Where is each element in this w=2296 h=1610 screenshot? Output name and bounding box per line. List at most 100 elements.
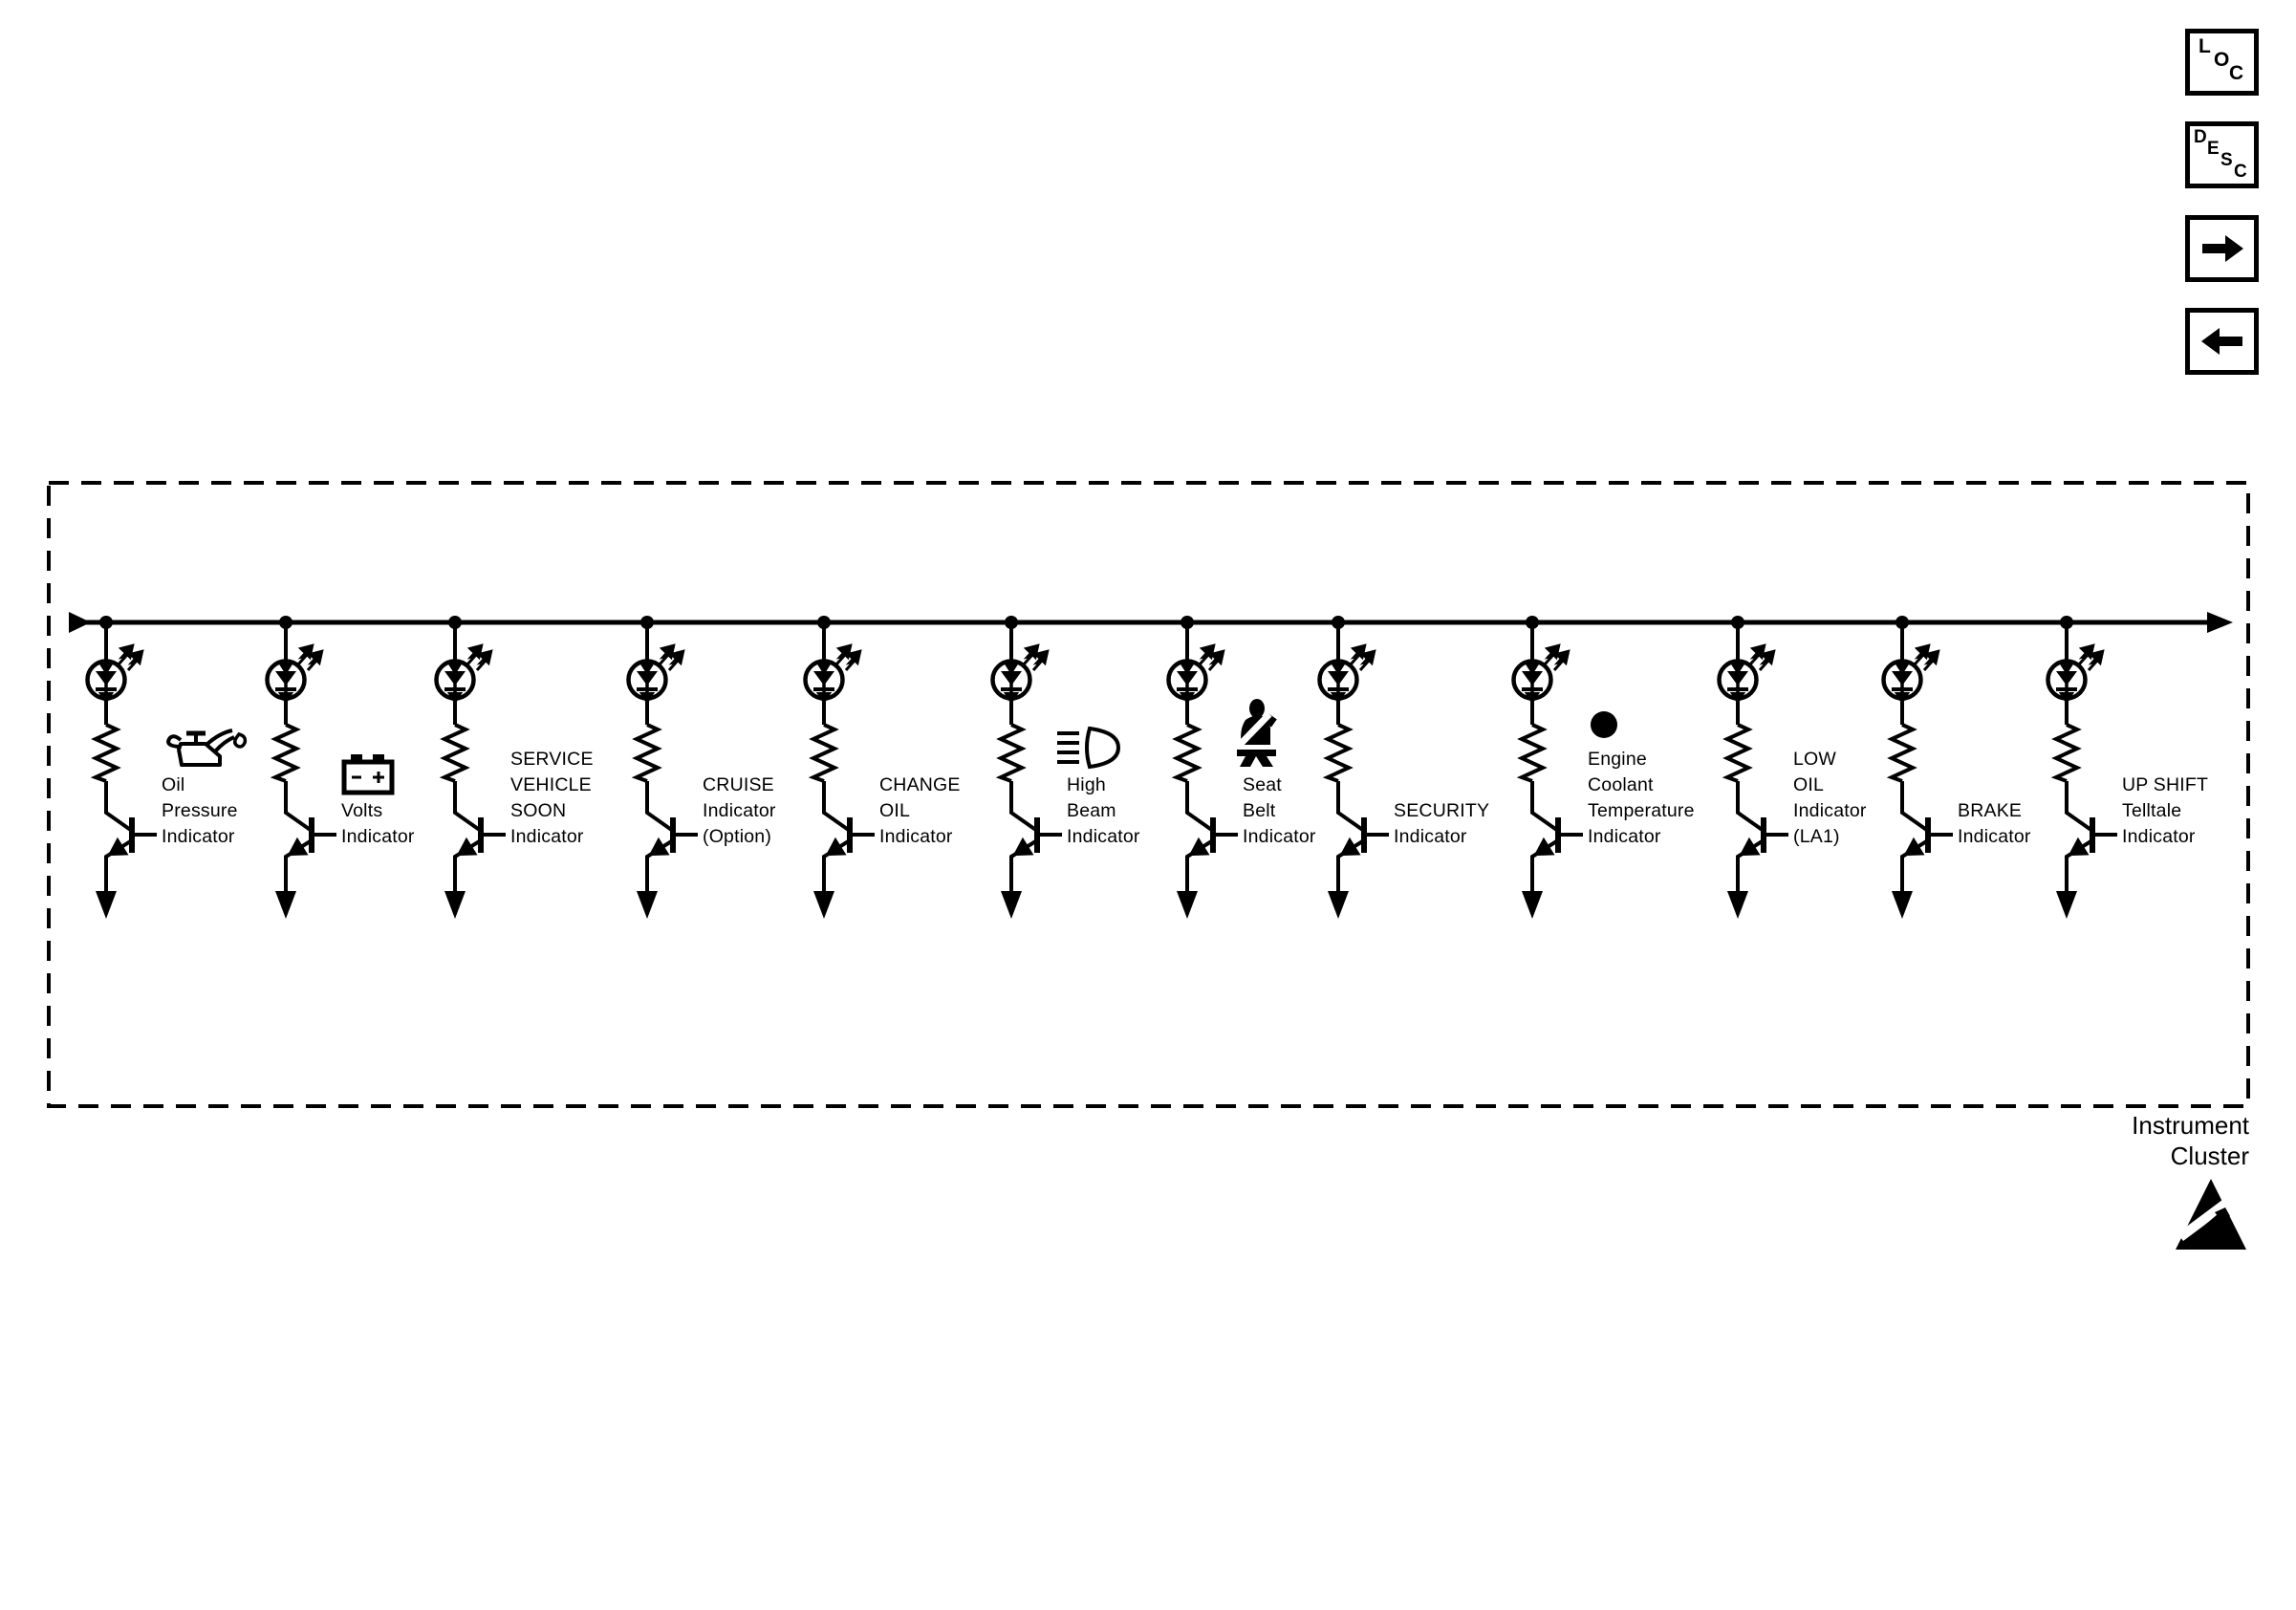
indicator-branch-9 bbox=[1717, 616, 1788, 919]
arrowhead bbox=[2058, 663, 2075, 675]
arrowhead bbox=[97, 692, 115, 705]
arrowhead bbox=[1923, 649, 1940, 666]
esd-warning-icon bbox=[2173, 1176, 2249, 1252]
seat-belt-icon-slot bbox=[1231, 699, 1284, 772]
resistor-symbol bbox=[1171, 723, 1202, 783]
arrowhead bbox=[1208, 649, 1225, 666]
instrument-cluster-boundary bbox=[47, 481, 2250, 1108]
forward-button[interactable] bbox=[2185, 215, 2259, 282]
arrowhead bbox=[446, 692, 464, 705]
arrowhead bbox=[668, 649, 685, 666]
arrowhead bbox=[2088, 649, 2105, 666]
arrowhead bbox=[1339, 837, 1361, 857]
arrowhead bbox=[1179, 692, 1196, 705]
arrowhead bbox=[1012, 837, 1034, 857]
arrowhead bbox=[127, 649, 144, 666]
button-letter: O bbox=[2214, 49, 2230, 71]
led-lamp-symbol bbox=[1511, 643, 1570, 705]
arrowhead bbox=[1729, 663, 1746, 675]
arrowhead bbox=[1903, 837, 1925, 857]
button-letter: S bbox=[2220, 150, 2233, 170]
transistor-symbol bbox=[1900, 781, 1953, 893]
indicator-branch-1 bbox=[265, 616, 336, 919]
arrowhead bbox=[1330, 663, 1347, 675]
arrowhead bbox=[277, 663, 294, 675]
ground-arrow bbox=[1727, 891, 1748, 919]
led-lamp-symbol bbox=[434, 643, 493, 705]
resistor-symbol bbox=[1722, 723, 1753, 783]
back-button[interactable] bbox=[2185, 308, 2259, 375]
arrowhead bbox=[456, 837, 478, 857]
button-letter: L bbox=[2199, 35, 2211, 57]
button-letter: D bbox=[2194, 127, 2207, 147]
ground-arrow bbox=[1892, 891, 1913, 919]
arrowhead bbox=[97, 663, 115, 675]
arrowhead bbox=[446, 663, 464, 675]
resistor-symbol bbox=[1322, 723, 1354, 783]
arrowhead bbox=[815, 692, 833, 705]
arrowhead bbox=[1003, 692, 1020, 705]
arrowhead bbox=[845, 649, 862, 666]
arrowhead bbox=[1739, 837, 1761, 857]
esd-warning-icon bbox=[2176, 1179, 2246, 1250]
arrowhead bbox=[1553, 649, 1570, 666]
coolant-temp-dot-icon bbox=[1591, 711, 1617, 738]
instrument-cluster-caption: Instrument Cluster bbox=[2132, 1110, 2249, 1171]
arrowhead bbox=[287, 837, 309, 857]
ground-arrow bbox=[813, 891, 834, 919]
transistor-symbol bbox=[453, 781, 506, 893]
transistor-symbol bbox=[645, 781, 698, 893]
arrowhead bbox=[639, 663, 656, 675]
arrowhead bbox=[825, 837, 847, 857]
arrowhead bbox=[1188, 837, 1210, 857]
led-lamp-symbol bbox=[626, 643, 685, 705]
arrowhead bbox=[1524, 663, 1541, 675]
arrowhead bbox=[1032, 649, 1050, 666]
led-lamp-symbol bbox=[990, 643, 1050, 705]
resistor-symbol bbox=[439, 723, 470, 783]
arrowhead bbox=[476, 649, 493, 666]
arrowhead bbox=[307, 649, 324, 666]
transistor-symbol bbox=[1185, 781, 1238, 893]
arrowhead bbox=[1179, 663, 1196, 675]
transistor-symbol bbox=[2065, 781, 2117, 893]
led-lamp-symbol bbox=[1317, 643, 1376, 705]
arrowhead bbox=[277, 692, 294, 705]
arrowhead bbox=[815, 663, 833, 675]
transistor-symbol bbox=[1736, 781, 1788, 893]
ground-arrow bbox=[1001, 891, 1022, 919]
right-arrow-icon bbox=[2202, 235, 2243, 262]
oil-can-icon-slot bbox=[162, 725, 249, 775]
transistor-symbol bbox=[104, 781, 157, 893]
indicator-branch-5 bbox=[990, 616, 1062, 919]
arrowhead bbox=[1894, 663, 1911, 675]
led-lamp-symbol bbox=[1717, 643, 1776, 705]
arrowhead bbox=[1003, 663, 1020, 675]
button-letter: C bbox=[2229, 62, 2244, 84]
arrowhead bbox=[2058, 692, 2075, 705]
transistor-symbol bbox=[822, 781, 875, 893]
resistor-symbol bbox=[2050, 723, 2082, 783]
indicator-branch-4 bbox=[803, 616, 875, 919]
arrowhead bbox=[639, 692, 656, 705]
high-beam-icon-slot bbox=[1055, 725, 1122, 777]
led-lamp-symbol bbox=[265, 643, 324, 705]
power-bus-wire bbox=[69, 612, 2233, 633]
button-letter: C bbox=[2234, 162, 2247, 182]
resistor-symbol bbox=[270, 723, 301, 783]
transistor-symbol bbox=[1530, 781, 1583, 893]
ground-arrow bbox=[2056, 891, 2077, 919]
ground-arrow bbox=[1522, 891, 1543, 919]
